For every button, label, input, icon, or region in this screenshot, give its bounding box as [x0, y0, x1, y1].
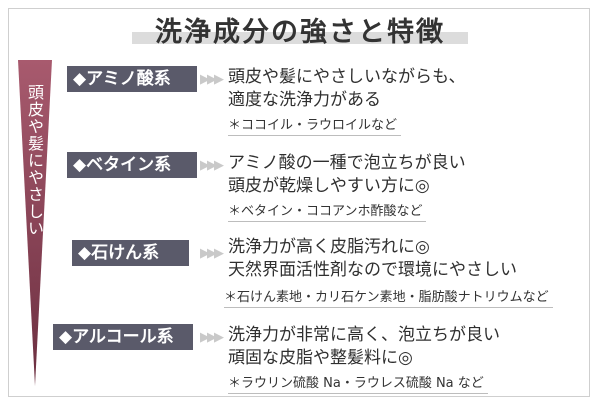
- wedge-label: 頭皮や髪にやさしい: [25, 84, 44, 237]
- arrow-icon: ▶▶▶: [200, 72, 224, 87]
- ingredient-note: ＊石けん素地・カリ石ケン素地・脂肪酸ナトリウムなど: [224, 286, 553, 308]
- category-label: ◆石けん系: [72, 240, 189, 266]
- description: 頭皮や髪にやさしいながらも、 適度な洗浄力がある: [228, 67, 466, 110]
- category-label: ◆アルコール系: [53, 324, 193, 350]
- arrow-icon: ▶▶▶: [200, 158, 224, 173]
- gentleness-wedge: [18, 60, 52, 386]
- page-title: 洗浄成分の強さと特徴: [155, 17, 445, 48]
- category-label: ◆アミノ酸系: [67, 66, 197, 92]
- ingredient-note: ＊ココイル・ラウロイルなど: [228, 114, 402, 136]
- arrow-icon: ▶▶▶: [200, 246, 224, 261]
- category-label: ◆ベタイン系: [67, 152, 197, 178]
- ingredient-note: ＊ラウリン硫酸 Na・ラウレス硫酸 Na など: [228, 372, 488, 394]
- description: 洗浄力が非常に高く、泡立ちが良い 頑固な皮脂や整髪料に◎: [228, 325, 500, 368]
- title-highlight: [132, 32, 468, 44]
- description: アミノ酸の一種で泡立ちが良い 頭皮が乾燥しやすい方に◎: [228, 153, 466, 196]
- ingredient-note: ＊ベタイン・ココアンホ酢酸など: [228, 200, 427, 222]
- arrow-icon: ▶▶▶: [200, 330, 224, 345]
- description: 洗浄力が高く皮脂汚れに◎ 天然界面活性剤なので環境にやさしい: [228, 237, 517, 280]
